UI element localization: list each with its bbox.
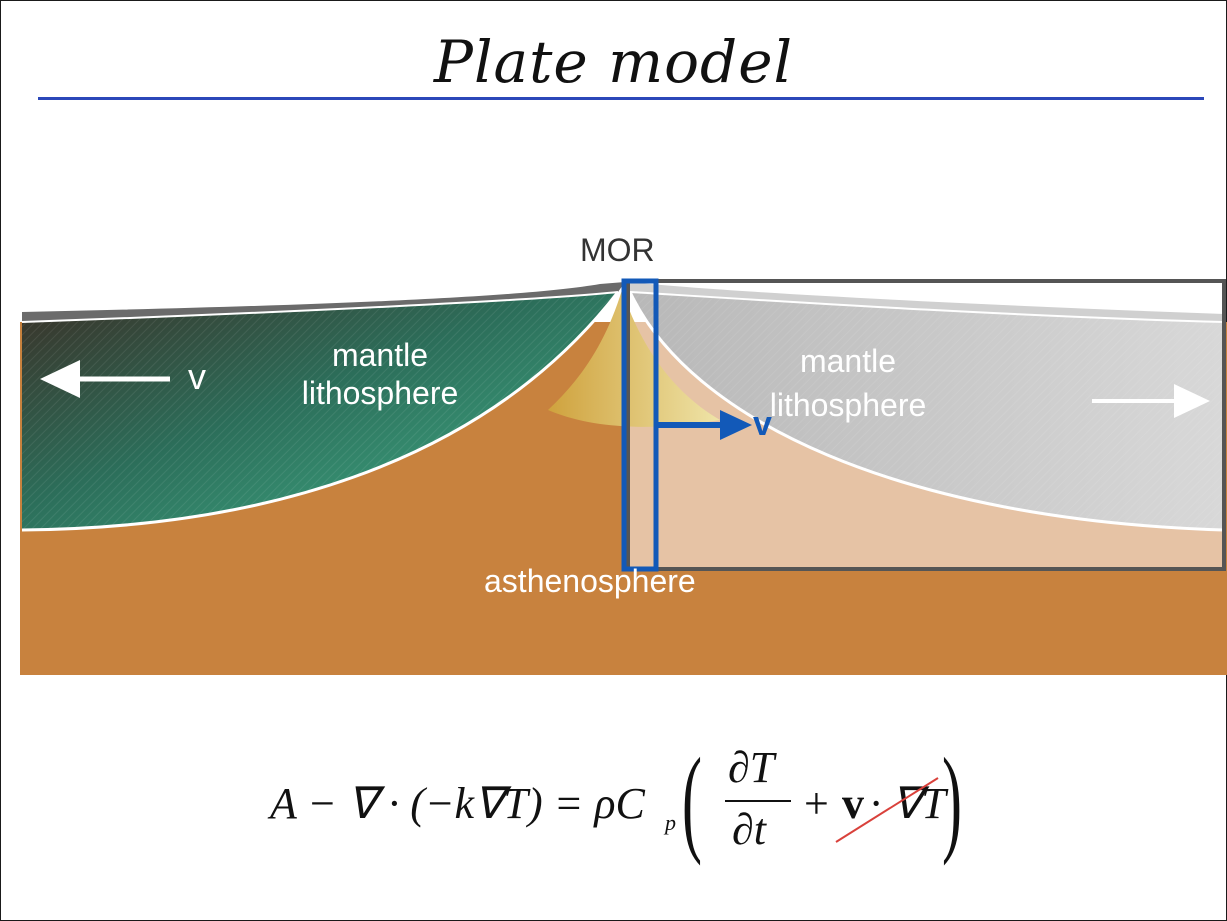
equation-advection-term: · ∇T [870, 779, 946, 828]
mor-label: MOR [580, 232, 655, 268]
equation-plus: + [804, 779, 829, 828]
right-lithosphere-label: mantle lithosphere [769, 343, 927, 423]
advection-strike-line [835, 777, 939, 843]
left-arrow-head [40, 360, 80, 398]
right-crust [628, 282, 1224, 322]
left-velocity-label: v [188, 356, 206, 397]
ridge-melt-zone [548, 290, 720, 427]
equation-partial-numerator: ∂T [728, 743, 775, 792]
asthenosphere-label: asthenosphere [484, 563, 696, 599]
left-crust [22, 282, 625, 322]
equation-velocity-bold: v [842, 779, 864, 828]
equation-fraction-bar [725, 800, 791, 802]
equation-right-paren: ) [942, 733, 962, 866]
left-lithosphere-base-line [21, 291, 620, 532]
slide-title: Plate model [433, 28, 794, 96]
equation-left-paren: ( [682, 733, 702, 866]
equation-lhs: A − ∇ · (−k∇T) = ρC [270, 779, 645, 828]
right-arrow-head [1174, 384, 1210, 418]
equation-cp-subscript: p [665, 810, 676, 835]
title-underline [38, 97, 1204, 100]
blue-velocity-arrow-head [720, 410, 752, 440]
model-domain-box [626, 279, 1226, 571]
heat-equation: A − ∇ · (−k∇T) = ρC p ( ∂T ∂t + v · ∇T ) [270, 740, 970, 870]
blue-velocity-label: v [753, 405, 772, 443]
equation-partial-denominator: ∂t [732, 805, 766, 854]
left-lithosphere-label: mantle lithosphere [301, 337, 459, 411]
right-lithosphere-base-line [628, 291, 1225, 532]
